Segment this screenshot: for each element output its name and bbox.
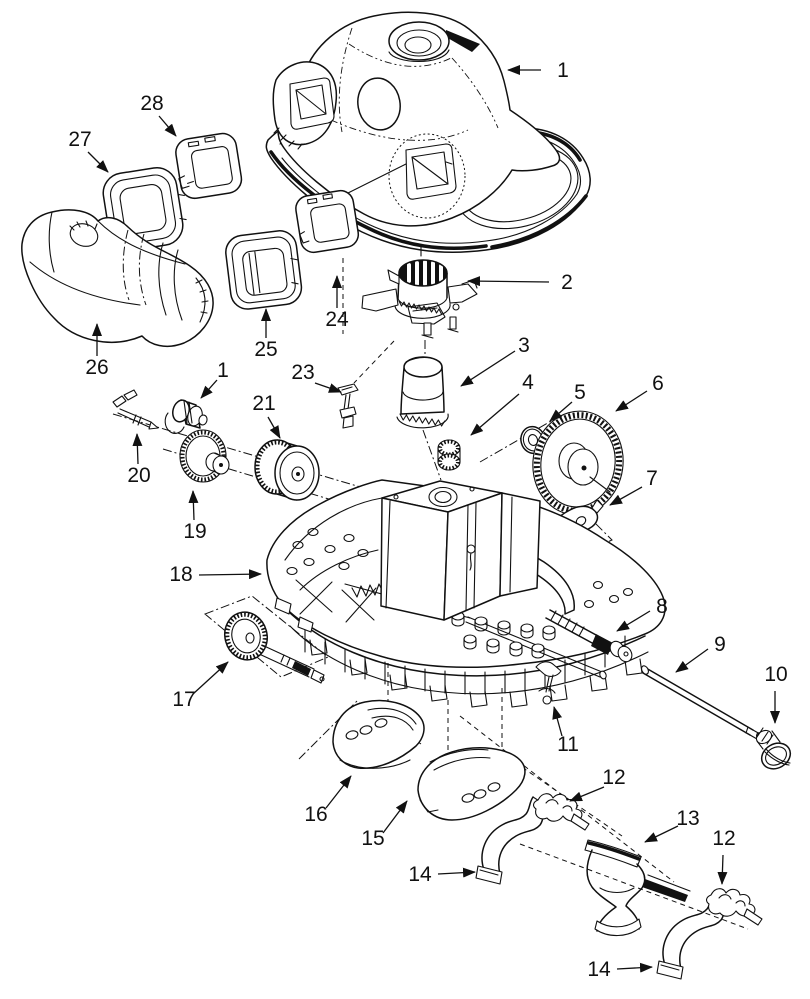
callout-label: 14 [408, 863, 432, 886]
housing-left-window [272, 61, 338, 150]
callout-label: 6 [652, 372, 664, 395]
callout-label: 5 [574, 381, 586, 404]
callout-7: 7 [609, 467, 658, 506]
callout-label: 12 [602, 766, 625, 789]
callout-label: 16 [304, 803, 327, 826]
callout-12-right: 12 [712, 827, 736, 885]
callout-13: 13 [644, 807, 700, 843]
callout-label: 26 [85, 356, 108, 379]
callout-label: 14 [587, 958, 611, 981]
part-25-frame [225, 230, 303, 310]
callout-26: 26 [85, 323, 109, 379]
callout-14-left: 14 [408, 863, 476, 886]
callout-12-left: 12 [569, 766, 626, 802]
callout-20: 20 [127, 433, 151, 487]
callout-label: 21 [252, 392, 275, 415]
part-26-elbow [21, 209, 214, 347]
callout-16: 16 [304, 775, 352, 826]
callout-2: 2 [467, 271, 573, 294]
callout-label: 24 [325, 308, 349, 331]
callout-label: 27 [68, 128, 91, 151]
callout-label: 3 [518, 334, 530, 357]
callout-1-housing: 1 [507, 59, 569, 82]
callout-3: 3 [460, 334, 530, 387]
part-12-clip-left [532, 793, 590, 831]
callout-1-coupling: 1 [200, 359, 229, 399]
housing-front-window [388, 133, 466, 219]
callout-23: 23 [291, 361, 342, 393]
callout-label: 2 [561, 271, 573, 294]
part-6-gear [532, 410, 624, 516]
part-11-clip [535, 661, 562, 705]
callout-25: 25 [254, 308, 278, 361]
body-tower [380, 480, 541, 621]
callout-28: 28 [140, 92, 177, 137]
callout-label: 7 [646, 467, 658, 490]
part-23-bracket [337, 383, 359, 429]
callout-label: 12 [712, 827, 735, 850]
part-2-turbine [361, 259, 478, 339]
callout-19: 19 [183, 490, 207, 543]
part-3-cylinder [396, 356, 449, 429]
callout-21: 21 [252, 392, 281, 439]
callout-6: 6 [615, 372, 664, 412]
callout-label: 20 [127, 464, 150, 487]
callout-5: 5 [549, 381, 586, 422]
callout-label: 9 [714, 633, 726, 656]
callout-15: 15 [361, 800, 408, 850]
housing-round-port [357, 77, 401, 131]
callout-8: 8 [616, 595, 668, 632]
housing-top-collar [388, 21, 450, 62]
part-4-pinion [437, 439, 461, 471]
callout-24: 24 [325, 275, 349, 331]
callout-label: 17 [172, 688, 195, 711]
part-1-coupling [164, 399, 208, 434]
part-10-knob [755, 727, 792, 770]
callout-label: 23 [291, 361, 314, 384]
part-17-axle [204, 595, 329, 684]
callout-label: 18 [169, 563, 192, 586]
callout-9: 9 [675, 633, 726, 673]
callout-label: 15 [361, 827, 384, 850]
callout-27: 27 [68, 128, 109, 173]
callout-label: 4 [522, 371, 534, 394]
callout-label: 25 [254, 338, 277, 361]
callout-label: 28 [140, 92, 163, 115]
callout-label: 19 [183, 520, 206, 543]
callouts: 1 28 27 26 25 24 2 3 [68, 59, 787, 981]
callout-label: 10 [764, 663, 787, 686]
callout-14-right: 14 [587, 958, 653, 981]
callout-11: 11 [552, 706, 579, 756]
part-28-flange [175, 132, 243, 200]
part-13-saddle [584, 839, 691, 937]
part-20-pin [112, 389, 159, 430]
part-18-body [266, 479, 666, 708]
part-8-shaft [545, 609, 633, 663]
part-24-flange [295, 189, 360, 254]
callout-label: 11 [557, 733, 579, 756]
part-19-gear [179, 429, 230, 483]
part-16-pad [332, 699, 425, 769]
callout-18: 18 [169, 563, 262, 586]
callout-4: 4 [470, 371, 534, 436]
callout-label: 1 [557, 59, 569, 82]
callout-label: 1 [217, 359, 229, 382]
callout-label: 13 [676, 807, 699, 830]
part-12-clip-right [705, 888, 763, 926]
part-15-flap [417, 747, 526, 821]
callout-10: 10 [764, 663, 788, 724]
callout-label: 8 [656, 595, 668, 618]
callout-17: 17 [172, 661, 229, 711]
part-9-rod [641, 665, 764, 742]
part-21-drum [254, 439, 320, 501]
